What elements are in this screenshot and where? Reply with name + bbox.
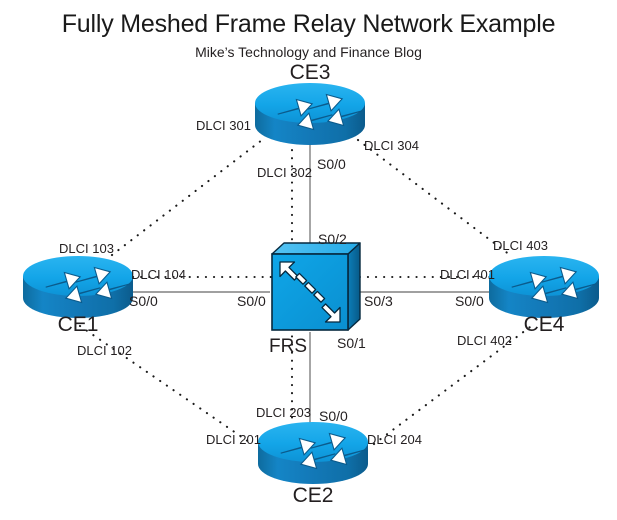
port-label-frs-s02: S0/2 (318, 231, 347, 247)
node-icon-ce3[interactable] (255, 83, 365, 145)
dlci-label-403: DLCI 403 (493, 238, 548, 253)
pvc-link-ce1-ce2 (78, 324, 254, 446)
pvc-link-ce3-ce4 (356, 138, 512, 257)
dlci-label-104: DLCI 104 (131, 267, 186, 282)
node-icon-ce4[interactable] (489, 256, 599, 318)
node-icon-ce1[interactable] (23, 256, 133, 318)
dlci-label-401: DLCI 401 (440, 267, 495, 282)
dlci-label-201: DLCI 201 (206, 432, 261, 447)
port-label-ce1-s00: S0/0 (129, 293, 158, 309)
port-label-frs-s00: S0/0 (237, 293, 266, 309)
node-icon-ce2[interactable] (258, 422, 368, 484)
dlci-label-402: DLCI 402 (457, 333, 512, 348)
node-label-ce1: CE1 (57, 313, 99, 336)
port-label-ce4-s00: S0/0 (455, 293, 484, 309)
node-label-ce3: CE3 (289, 61, 331, 84)
node-label-ce2: CE2 (292, 484, 334, 507)
port-label-frs-s03: S0/3 (364, 293, 393, 309)
dlci-label-301: DLCI 301 (196, 118, 251, 133)
page-title: Fully Meshed Frame Relay Network Example (61, 10, 556, 38)
pvc-link-ce1-ce3 (110, 138, 264, 257)
dlci-label-304: DLCI 304 (364, 138, 419, 153)
page-subtitle: Mike’s Technology and Finance Blog (195, 44, 422, 60)
dlci-label-203: DLCI 203 (256, 405, 311, 420)
dlci-label-204: DLCI 204 (367, 432, 422, 447)
dlci-label-103: DLCI 103 (59, 241, 114, 256)
node-icon-frs[interactable] (271, 242, 361, 331)
dlci-label-302: DLCI 302 (257, 165, 312, 180)
port-label-ce2-s00: S0/0 (319, 408, 348, 424)
node-label-frs: FRS (269, 336, 307, 357)
port-label-frs-s01: S0/1 (337, 335, 366, 351)
node-label-ce4: CE4 (523, 313, 565, 336)
dlci-label-102: DLCI 102 (77, 343, 132, 358)
port-label-ce3-s00: S0/0 (317, 156, 346, 172)
pvc-link-ce2-ce4 (372, 322, 536, 446)
